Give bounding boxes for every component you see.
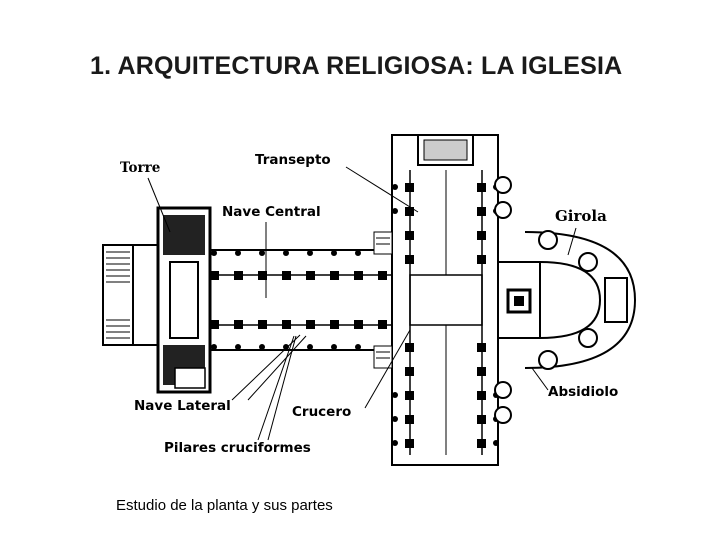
radiating-chapels: [494, 176, 598, 424]
westwork: [102, 206, 212, 394]
label-nave-lateral: Nave Lateral: [134, 398, 231, 414]
church-floor-plan: [102, 134, 637, 466]
label-pilares: Pilares cruciformes: [164, 440, 311, 456]
tower-north: [163, 215, 205, 255]
label-torre: Torre: [120, 160, 161, 176]
nave-piers: [210, 271, 387, 329]
slide-title: 1. ARQUITECTURA RELIGIOSA: LA IGLESIA: [90, 52, 623, 80]
apse: [539, 261, 602, 339]
wall-buttresses: [211, 250, 361, 350]
ambulatory: [524, 231, 637, 369]
label-absidiolo: Absidiolo: [548, 384, 619, 400]
slide-caption: Estudio de la planta y sus partes: [116, 497, 333, 514]
label-nave-central: Nave Central: [222, 204, 321, 220]
leader-lines: [147, 166, 577, 441]
crossing: [409, 274, 483, 326]
label-crucero: Crucero: [292, 404, 352, 420]
label-transepto: Transepto: [255, 152, 331, 168]
label-girola: Girola: [555, 207, 607, 225]
